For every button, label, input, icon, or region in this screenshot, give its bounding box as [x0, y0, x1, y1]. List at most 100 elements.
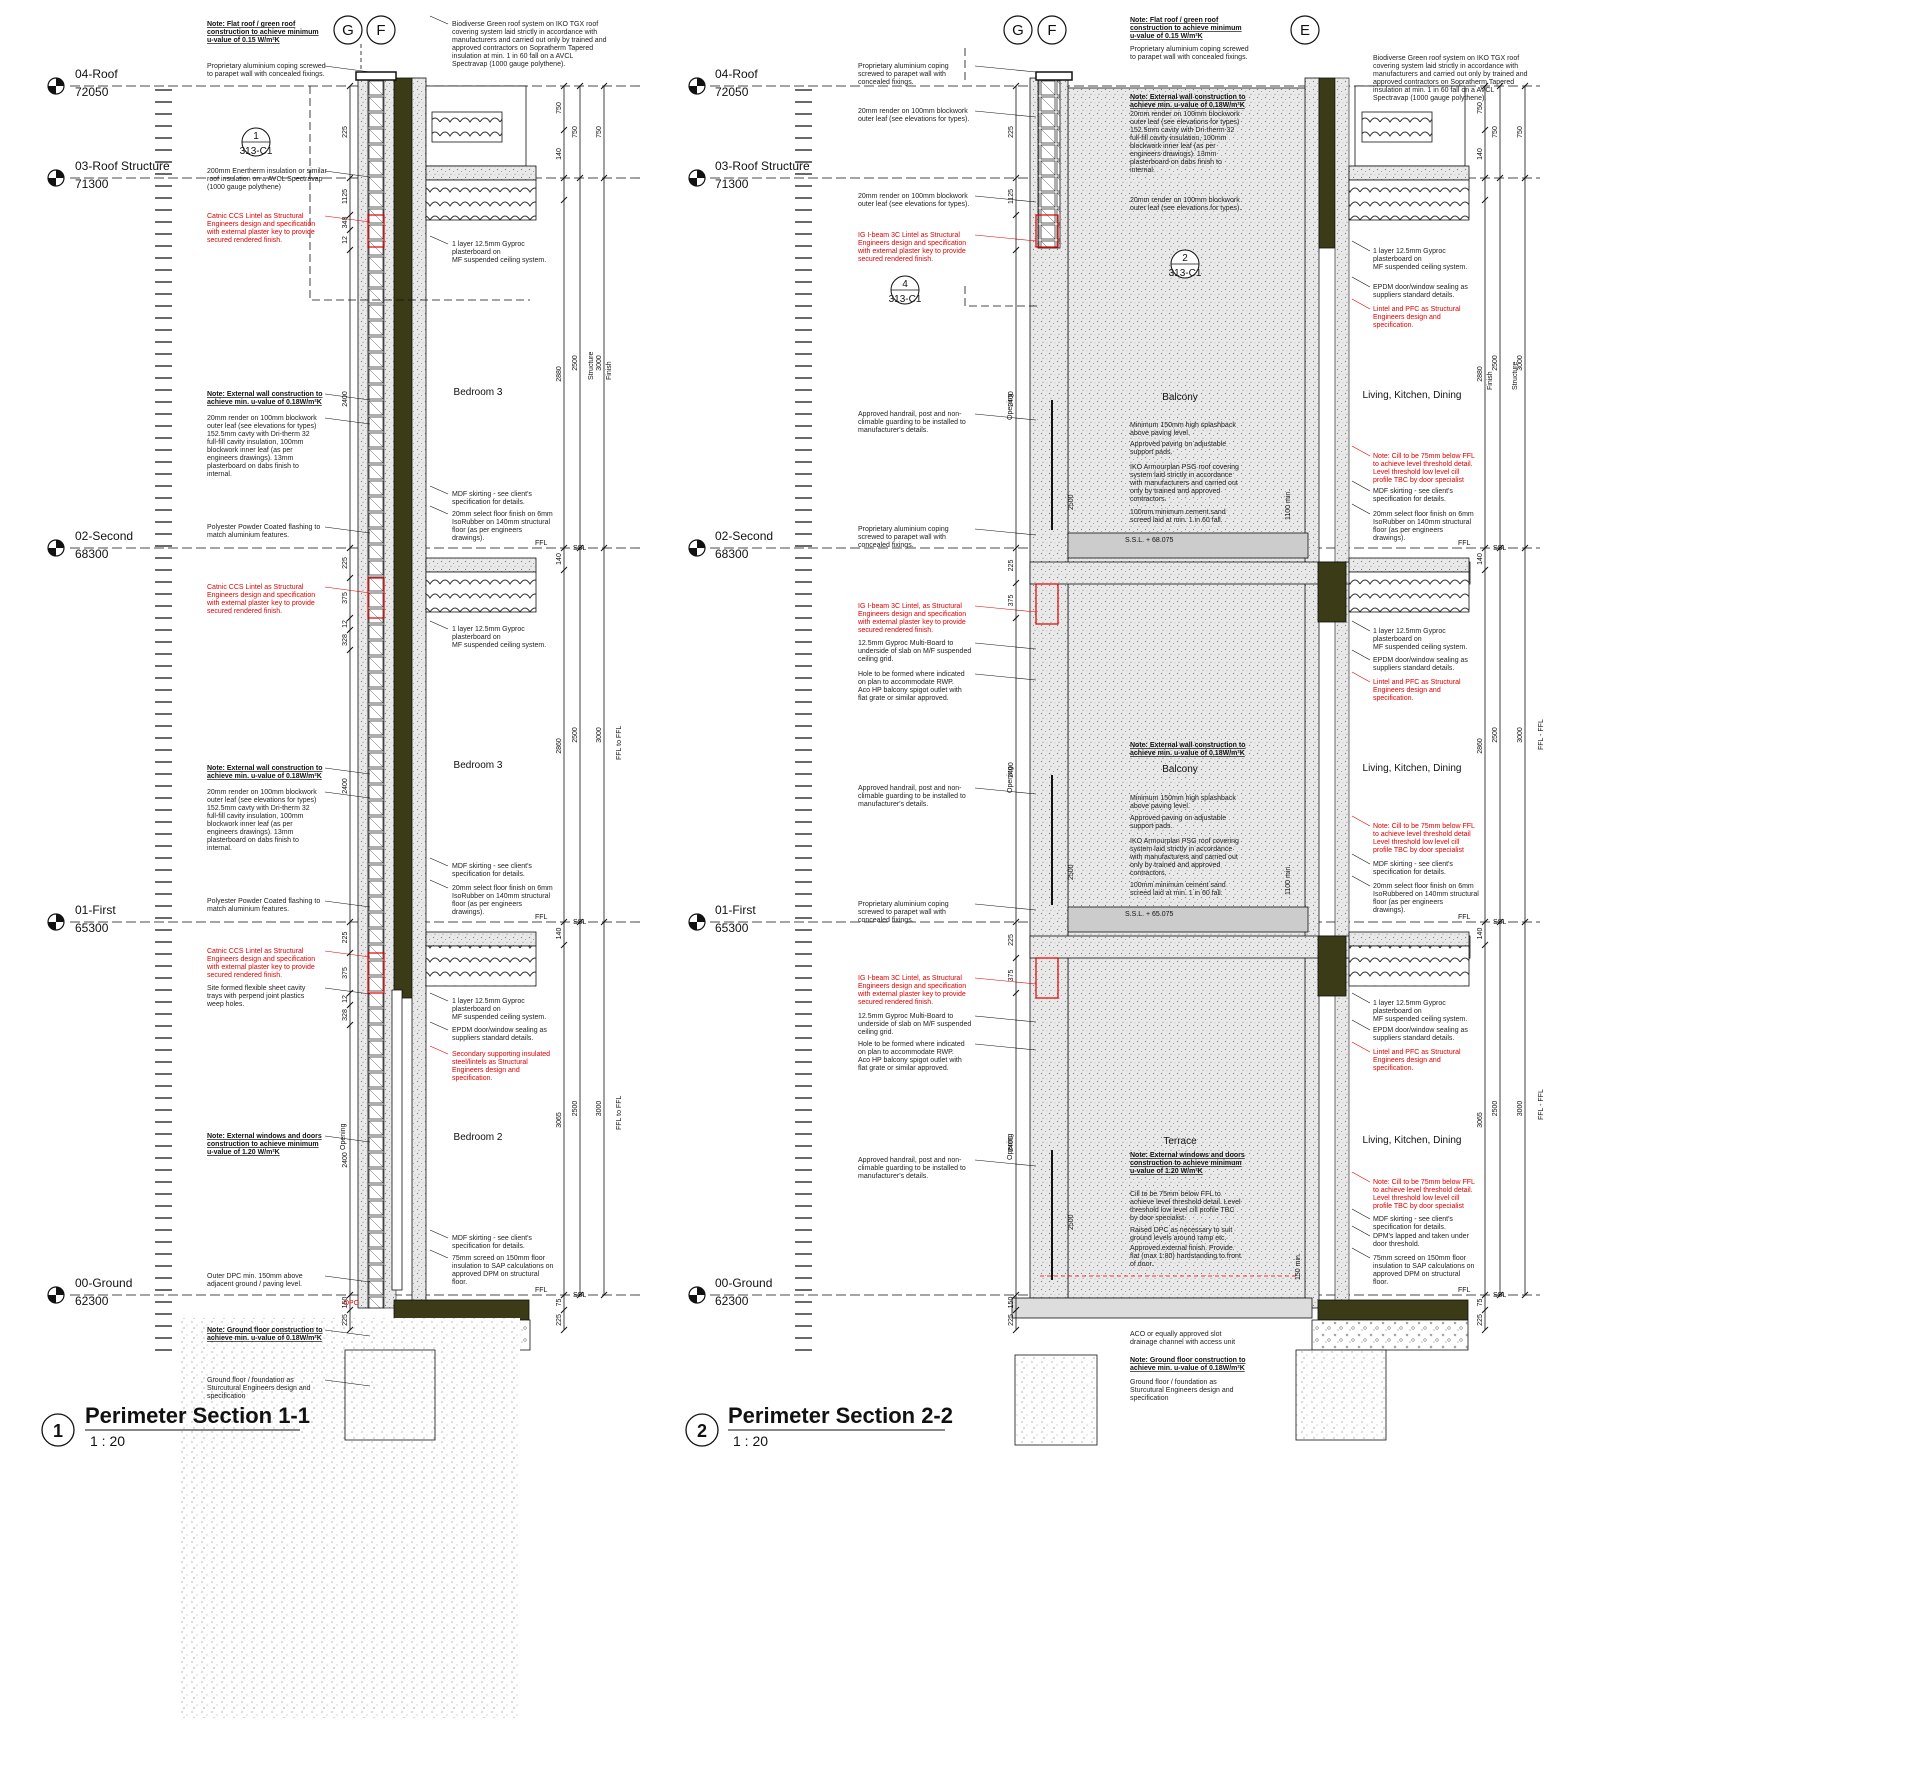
dim-label: 150 min.	[1295, 1253, 1302, 1280]
section2-mid-note: 20mm render on 100mm blockwork	[1130, 197, 1240, 204]
section1-left-note: Proprietary aluminium coping screwed	[207, 63, 326, 70]
dim-right-a-tick	[560, 82, 568, 90]
title-bubble	[41, 1413, 75, 1447]
section1-left-note: 200mm Enertherm insulation or similar	[207, 168, 327, 175]
dim-left-tick	[346, 949, 354, 957]
level-marker-q1	[56, 540, 64, 548]
section2-mid-note: Cill to be 75mm below FFL to	[1130, 1191, 1221, 1198]
ground-insulation	[1317, 1299, 1469, 1321]
leader	[429, 620, 449, 630]
room-label: Terrace	[1163, 1136, 1197, 1147]
dim-left-tick	[346, 211, 354, 219]
section1-right-note: plasterboard on	[452, 634, 501, 641]
dim-right-a-text: 2880	[556, 366, 563, 382]
level-marker-q1	[697, 1287, 705, 1295]
level-marker-q1	[697, 914, 705, 922]
callout-ref: 313-C1	[1169, 268, 1202, 279]
section2-left-note: with external plaster key to provide	[857, 619, 966, 626]
section2-left-note: IG I-beam 3C Lintel, as Structural	[858, 603, 962, 610]
section1-right-note: 75mm screed on 150mm floor	[452, 1255, 546, 1262]
leader	[429, 1249, 449, 1259]
section2-mid-note: plasterboard on dabs finish to	[1130, 159, 1222, 166]
dim-right-b-text: 2500	[572, 1101, 579, 1117]
inner-leaf-right	[1334, 77, 1350, 1309]
dim-left-text: 2400	[342, 778, 349, 794]
section2-left-note: Engineers design and specification	[858, 983, 966, 990]
ground-insulation	[393, 1299, 530, 1321]
section1-right-note: MF suspended ceiling system.	[452, 642, 546, 649]
balcony-void	[1067, 87, 1309, 1299]
section2-left-note: outer leaf (see elevations for types).	[858, 201, 969, 208]
level-marker-q1	[697, 170, 705, 178]
dim-label: Opening	[1007, 393, 1014, 420]
section1-right-note: Engineers design and	[452, 1067, 520, 1074]
dim-left-tick	[346, 246, 354, 254]
section2-right-note: Note: Cill to be 75mm below FFL	[1373, 453, 1475, 460]
dim-right-a-tick	[1481, 566, 1489, 574]
level-name: 02-Second	[75, 529, 133, 543]
ssl-tag: SSL	[573, 919, 586, 926]
dim-label: Finish	[1487, 371, 1494, 390]
dim-left-tick	[346, 226, 354, 234]
dim-left-tick	[346, 174, 354, 182]
section1-right-note: specification.	[452, 1075, 493, 1082]
section2-mid-note: 20mm render on 100mm blockwork	[1130, 111, 1240, 118]
section2-right-note: Note: Cill to be 75mm below FFL	[1373, 823, 1475, 830]
dim-left-text: 225	[342, 126, 349, 138]
dim-right-a-tick	[1481, 126, 1489, 134]
section2-left-note: with external plaster key to provide	[857, 248, 966, 255]
section1-right-note: plasterboard on	[452, 249, 501, 256]
leader	[974, 528, 1037, 536]
leader	[429, 1229, 449, 1239]
level-marker-q2	[48, 1295, 56, 1303]
section1-left-note: outer leaf (see elevations for types)	[207, 423, 316, 430]
dim-left-tick	[1012, 82, 1020, 90]
lintel-red	[1035, 957, 1059, 999]
dim-right-c-tick	[1521, 1291, 1529, 1299]
leader	[974, 1159, 1037, 1167]
dim-right-c-tick	[600, 174, 608, 182]
section1-right-note: 20mm select floor finish on 6mm	[452, 885, 553, 892]
section1-right-note: specification for details.	[452, 1243, 525, 1250]
section2-left-note: concealed fixings.	[858, 917, 914, 924]
section1-right-note: floor (as per engineers	[452, 527, 523, 534]
section1-left-note: Site formed flexible sheet cavity	[207, 985, 306, 992]
section2-right-note: Engineers design and	[1373, 1057, 1441, 1064]
dim-left-text: 12	[342, 236, 349, 244]
dim-label: FFL to FFL	[616, 1096, 623, 1130]
dim-right-a-text: 750	[1477, 102, 1484, 114]
dim-right-a-text: 75	[556, 1299, 563, 1307]
section1-left-note: plasterboard on dabs finish to	[207, 837, 299, 844]
dim-right-a-text: 2860	[1477, 738, 1484, 754]
leader	[1351, 445, 1371, 457]
leader	[974, 195, 1037, 203]
section1-left-note: internal.	[207, 845, 232, 852]
section2-right-note: covering system laid strictly in accorda…	[1373, 63, 1518, 70]
level-value: 65300	[75, 921, 109, 935]
dim-label: Structure	[588, 351, 595, 380]
dim-left-tick	[1012, 989, 1020, 997]
dim-label: 2500	[1068, 864, 1075, 880]
level-marker-q1	[56, 78, 64, 86]
room-label: Bedroom 3	[454, 387, 503, 398]
dim-left-tick	[1012, 1306, 1020, 1314]
dim-left-tick	[1012, 918, 1020, 926]
dim-left-text: 1125	[342, 189, 349, 204]
section2-left-note: Hole to be formed where indicated	[858, 1041, 965, 1048]
outer-blockwork	[367, 77, 385, 1309]
level-marker-q1	[56, 914, 64, 922]
section1-left-note: match aluminium features.	[207, 532, 289, 539]
section1-left-note: secured rendered finish.	[207, 608, 282, 615]
section2-right-note: EPDM door/window sealing as	[1373, 284, 1468, 291]
dim-left-tick	[1012, 174, 1020, 182]
leader	[429, 1045, 449, 1055]
section2-left-note: Approved handrail, post and non-	[858, 411, 962, 418]
dim-right-a-tick	[1481, 82, 1489, 90]
section2-mid-note: ground levels around ramp etc.	[1130, 1235, 1227, 1242]
section2-left-note: on plan to accommodate RWP.	[858, 1049, 954, 1056]
section1-left-note: full-fill cavity insulation, 100mm	[207, 813, 304, 820]
dim-left-tick	[1012, 954, 1020, 962]
level-marker-q2	[689, 178, 697, 186]
dim-right-c-text: 3000	[596, 1101, 603, 1117]
section1-right-note: insulation to SAP calculations on	[452, 1263, 554, 1270]
